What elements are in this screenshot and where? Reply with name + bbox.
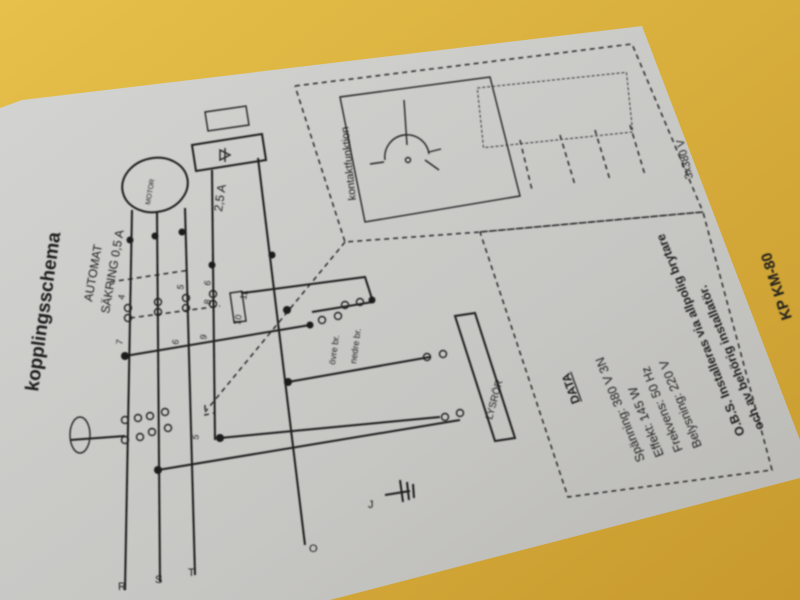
ground-icon <box>384 479 415 503</box>
rectifier-box <box>190 132 268 173</box>
phase-s-label: S <box>155 574 162 586</box>
relay-coil-box <box>204 105 250 132</box>
motor-symbol <box>121 156 189 214</box>
breaker-link-dashed <box>109 269 191 283</box>
phase-s-wire <box>156 211 161 583</box>
terminal-7: 7 <box>114 339 125 346</box>
contact-circles <box>120 289 465 445</box>
neutral-label: O <box>309 543 318 555</box>
upper-switch-label: övre br. <box>327 334 341 365</box>
bottom-wire <box>157 419 461 471</box>
phase-r-label: R <box>118 581 126 593</box>
phase-t-wire <box>184 207 196 576</box>
diode-symbol <box>219 148 232 162</box>
terminal-4: 4 <box>116 294 127 301</box>
rotary-switch-symbol <box>369 99 442 171</box>
link-end-mark <box>204 405 215 416</box>
terminal-8: 8 <box>202 299 213 306</box>
thermal-relay <box>229 290 247 324</box>
terminal-5: 5 <box>175 284 186 291</box>
motor-label: MOTOR <box>145 179 156 206</box>
wire-label-5: 5 <box>190 434 201 441</box>
relay-link-dashed <box>129 305 221 319</box>
wire-label-6: 6 <box>170 339 181 346</box>
phase-t-label: T <box>188 567 195 579</box>
switch-position-grid <box>476 71 646 191</box>
data-dashed-region <box>479 211 773 498</box>
neutral-wire <box>257 157 306 546</box>
main-switch-knob <box>69 416 91 454</box>
fluorescent-lamp-box <box>453 311 517 443</box>
mechanical-link-dashed <box>204 241 346 413</box>
lower-lamp-wire <box>219 416 441 439</box>
lower-switch-label: nedre br. <box>348 328 363 365</box>
switch-pivot <box>404 156 412 164</box>
terminal-11: 11 <box>238 289 249 300</box>
switch-handle-wire <box>69 435 126 441</box>
terminal-6: 6 <box>202 280 213 287</box>
fuse-2-5a-label: 2,5 A <box>211 183 229 212</box>
contact-function-box <box>339 76 521 223</box>
earth-label: J <box>368 499 374 511</box>
wire-7 <box>124 324 311 357</box>
terminal-9: 9 <box>198 334 209 341</box>
control-wire <box>211 169 216 441</box>
junction-dots <box>121 228 376 474</box>
upper-lamp-wire <box>287 356 431 383</box>
phase-r-wire <box>124 209 133 591</box>
terminal-10: 10 <box>232 314 244 326</box>
